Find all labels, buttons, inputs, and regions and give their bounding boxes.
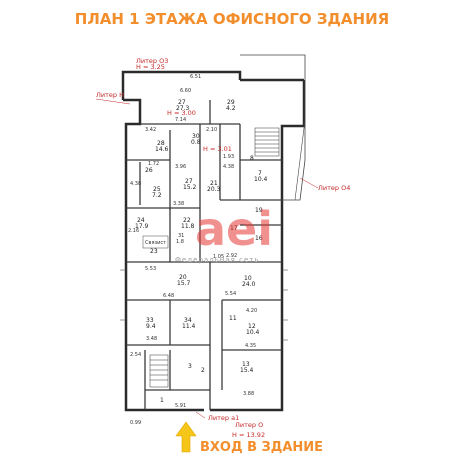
room-16-number: 16	[255, 235, 263, 242]
window-marks	[120, 269, 288, 341]
dim-23: 3.88	[243, 391, 254, 397]
room-31-area: 1.8	[176, 239, 184, 245]
litera-n-leader	[95, 98, 131, 105]
room-25-area: 7.2	[152, 192, 162, 199]
room-33-number: 33	[146, 317, 154, 324]
room-24-number: 24	[137, 217, 145, 224]
room-22-number: 22	[183, 217, 191, 224]
room-27-number: 27	[178, 99, 186, 106]
litera-a1-label: Литер а1	[208, 414, 239, 422]
litera-o3-label: Литер О3	[136, 57, 168, 65]
room-27-area: 27.3	[176, 105, 190, 112]
room-25-number: 25	[153, 186, 161, 193]
room-31-number: 31	[178, 233, 184, 239]
dimension-labels: 6.51 6.60 7.14 3.42 4.38 2.10 1.72 3.96 …	[128, 74, 257, 426]
litera-a1-leader	[195, 411, 206, 419]
entrance-label: ВХОД В ЗДАНИЕ	[200, 440, 324, 455]
dim-14: 1.05	[213, 254, 224, 260]
room-11-number: 11	[229, 315, 237, 322]
height-300-label: Н = 3.00	[167, 109, 196, 117]
dim-11: 1.93	[223, 154, 234, 160]
room-29-area: 4.2	[226, 105, 236, 112]
litera-n-label: Литер Н	[96, 91, 124, 99]
room-26-number: 26	[145, 167, 153, 174]
svyazist-label: Связист	[145, 240, 166, 246]
entrance-arrow-icon	[175, 421, 197, 453]
room-7-area: 10.4	[254, 176, 268, 183]
room-8-number: 8	[250, 155, 254, 162]
dim-13: 6.48	[163, 293, 174, 299]
dim-16: 4.20	[246, 308, 257, 314]
room-17-number: 17	[230, 225, 238, 232]
room-7-number: 7	[258, 170, 262, 177]
dim-10: 4.38	[223, 164, 234, 170]
dim-21: 5.54	[225, 291, 236, 297]
room-10-number: 10	[244, 275, 252, 282]
outer-walls	[121, 70, 306, 412]
room-21-area: 20.3	[207, 186, 221, 193]
room-2-number: 2	[201, 367, 205, 374]
room-30-number: 30	[192, 133, 200, 140]
room-21-number: 21	[210, 180, 218, 187]
litera-o3-height: Н = 3.25	[136, 63, 165, 71]
dim-17: 3.48	[146, 336, 157, 342]
watermark-logo: aei	[195, 202, 273, 256]
room-20-area: 15.7	[177, 280, 191, 287]
room-24-area: 17.9	[135, 223, 149, 230]
room-10-area: 24.0	[242, 281, 256, 288]
room-1-number: 1	[160, 397, 164, 404]
room-12-area: 10.4	[246, 329, 260, 336]
dim-1: 6.51	[190, 74, 201, 80]
room-13-number: 13	[242, 361, 250, 368]
room-34-number: 34	[184, 317, 192, 324]
room-27b-number: 27	[185, 178, 193, 185]
dim-22: 2.16	[128, 228, 139, 234]
litera-o4-leader	[299, 177, 319, 189]
dim-12: 5.53	[145, 266, 156, 272]
room-30-area: 0.8	[191, 139, 201, 146]
dim-4: 3.42	[145, 127, 156, 133]
room-33-area: 9.4	[146, 323, 156, 330]
room-22-area: 11.8	[181, 223, 195, 230]
room-labels: 27 27.3 29 4.2 28 14.6 30 0.8 26 27 15.2…	[135, 99, 268, 404]
o4-diagonal	[294, 119, 306, 201]
litera-o4-outline	[240, 54, 306, 201]
room-3-number: 3	[188, 363, 192, 370]
dim-19: 5.91	[175, 403, 186, 409]
height-301-label: Н = 3.01	[203, 145, 232, 153]
dim-6: 2.10	[206, 127, 217, 133]
room-13-area: 15.4	[240, 367, 254, 374]
room-34-area: 11.4	[182, 323, 196, 330]
room-12-number: 12	[248, 323, 256, 330]
dim-15: 2.92	[226, 253, 237, 259]
room-27b-area: 15.2	[183, 184, 197, 191]
dim-5: 4.38	[130, 181, 141, 187]
room-29-number: 29	[227, 99, 235, 106]
dim-8: 3.96	[175, 164, 186, 170]
dim-2: 6.60	[180, 88, 191, 94]
dim-18: 4.35	[245, 343, 256, 349]
dim-9: 3.38	[173, 201, 184, 207]
dim-24: 2.54	[130, 352, 141, 358]
room-28-number: 28	[157, 140, 165, 147]
dim-7: 1.72	[148, 161, 159, 167]
plan-title: ПЛАН 1 ЭТАЖА ОФИСНОГО ЗДАНИЯ	[74, 10, 390, 28]
dim-20: 0.99	[130, 420, 141, 426]
svyazist-box	[142, 235, 169, 249]
litera-o4-label: Литер О4	[318, 184, 350, 192]
room-19-number: 19	[255, 207, 263, 214]
staircase	[149, 127, 280, 388]
room-20-number: 20	[179, 274, 187, 281]
litera-o-height: Н = 13.92	[232, 431, 265, 439]
watermark-subtitle: Федеральная сеть	[175, 256, 259, 264]
interior-walls	[126, 100, 282, 410]
dim-3: 7.14	[175, 117, 186, 123]
room-28-area: 14.6	[155, 146, 169, 153]
litera-o-label: Литер О	[235, 421, 263, 429]
room-23-number: 23	[150, 248, 158, 255]
